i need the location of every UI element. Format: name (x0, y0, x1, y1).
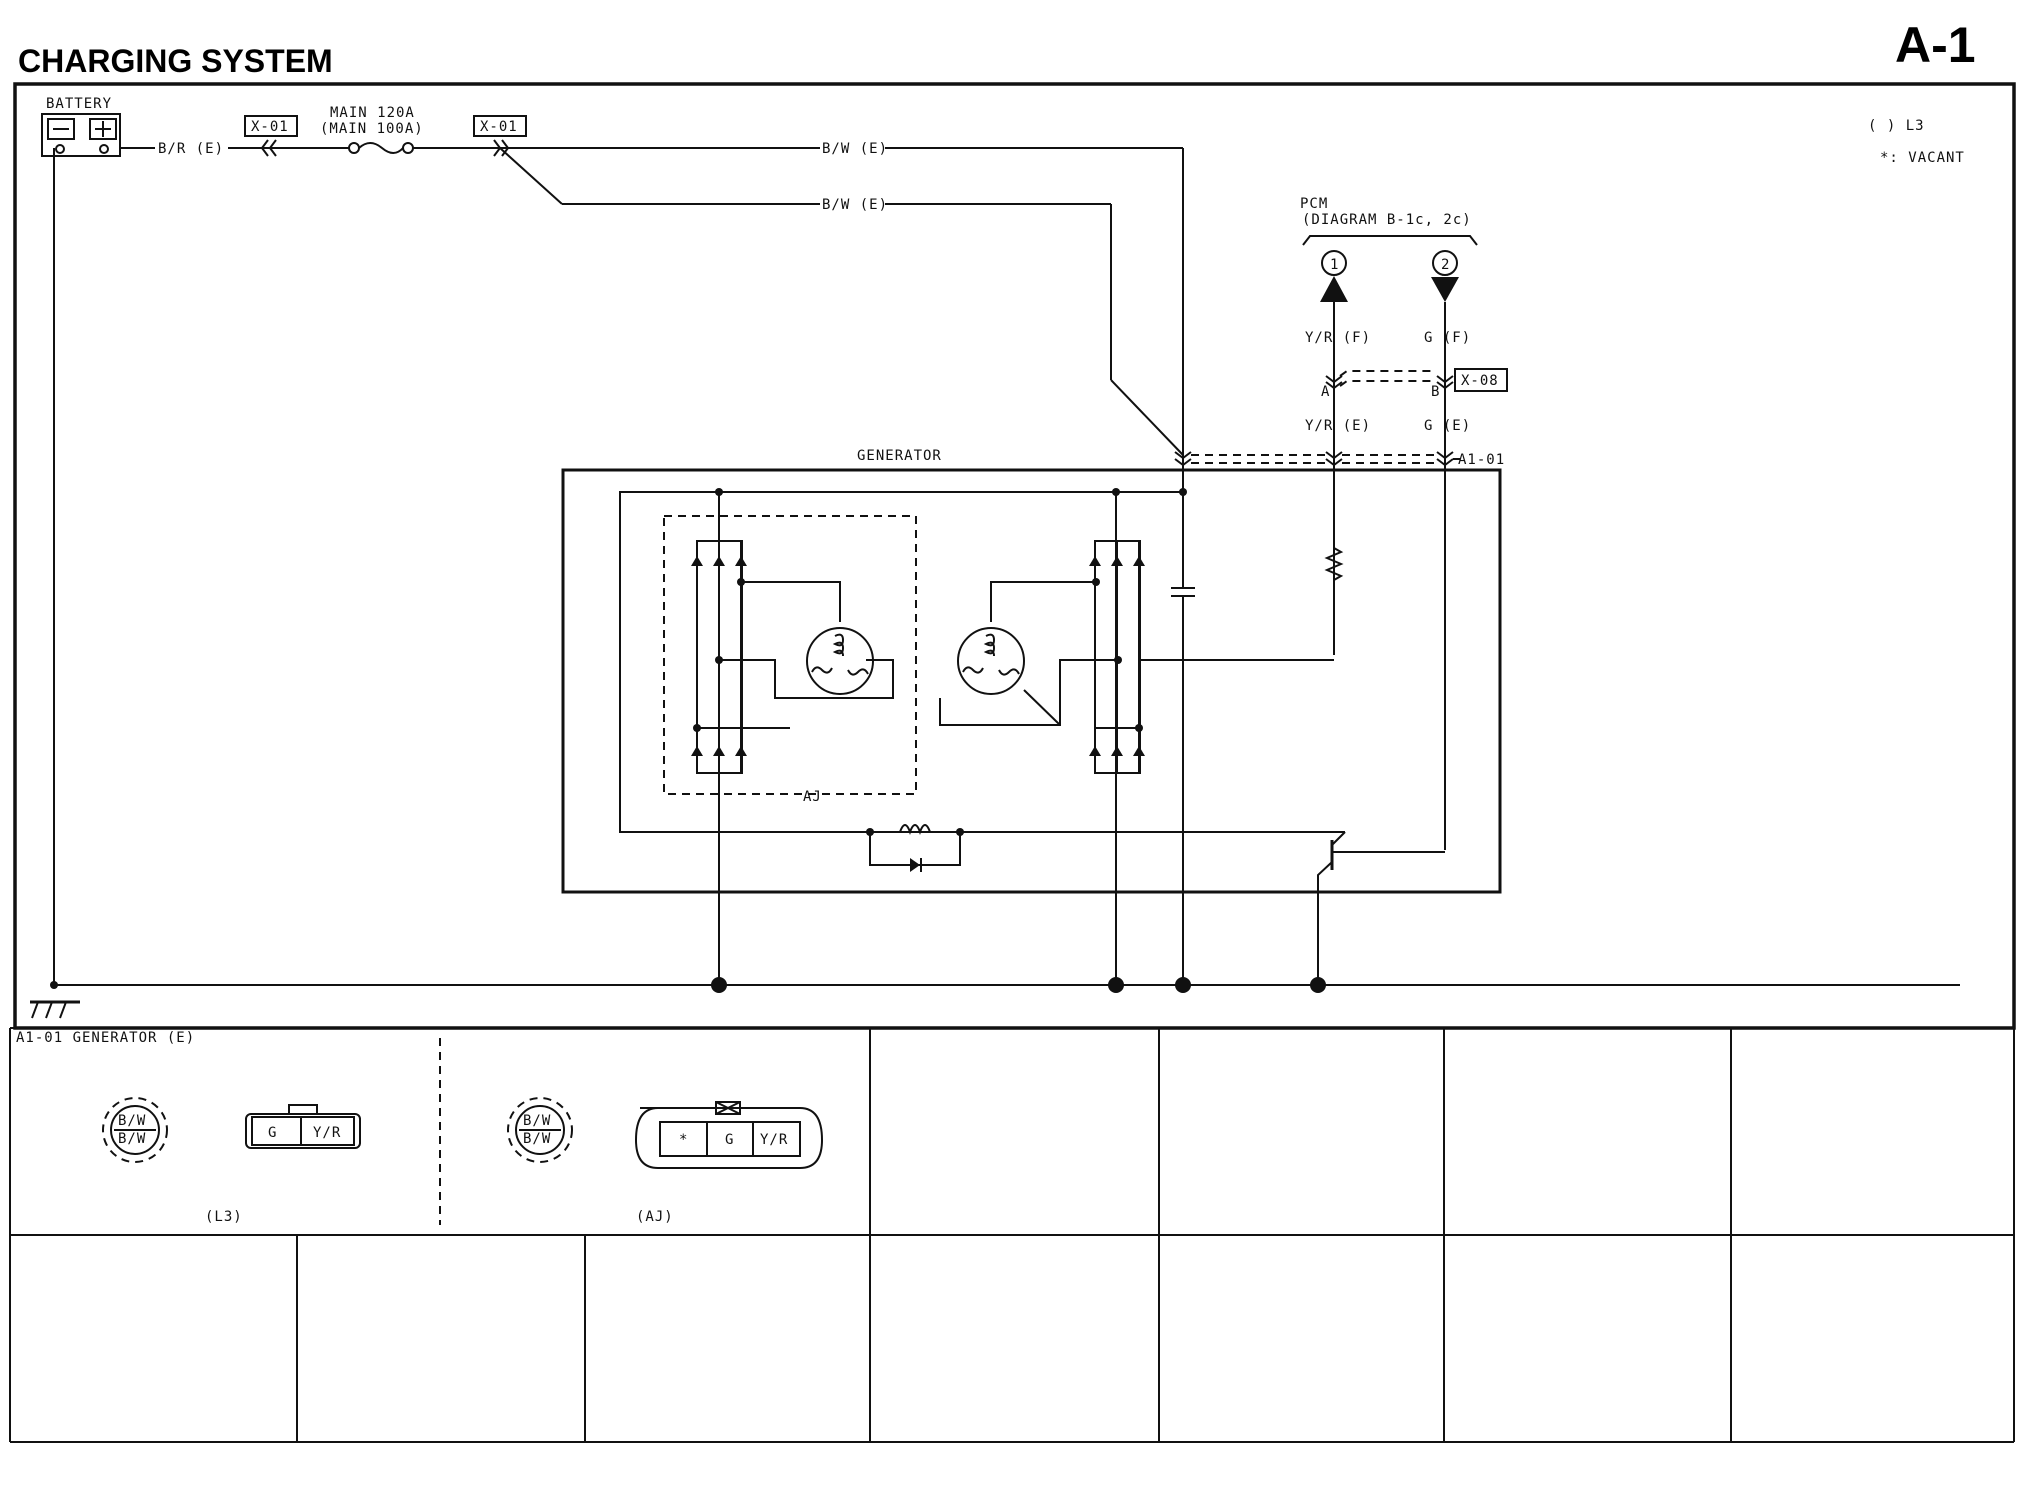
pin-b: B (1431, 384, 1440, 400)
svg-text:Y/R: Y/R (760, 1132, 788, 1148)
svg-text:X-01: X-01 (251, 119, 289, 135)
pcm-pin-2 (1432, 250, 1458, 276)
svg-text:B/W: B/W (118, 1113, 146, 1129)
connector-a101: A1-01 (1458, 452, 1505, 468)
svg-text:*: * (679, 1132, 688, 1148)
page-code: A-1 (1895, 17, 1976, 73)
aj-connector-face: * G Y/R (634, 1101, 824, 1169)
svg-text:(DIAGRAM B-1c, 2c): (DIAGRAM B-1c, 2c) (1302, 212, 1472, 228)
svg-text:MAIN 120A: MAIN 120A (330, 105, 415, 121)
svg-text:X-01: X-01 (480, 119, 518, 135)
wire-yr-e: Y/R (E) (1305, 418, 1371, 434)
stator-coil-left (806, 627, 874, 695)
generator-box (561, 468, 1502, 894)
l3-note: ( ) L3 (1868, 118, 1925, 134)
svg-text:AJ: AJ (803, 789, 822, 805)
svg-text:(MAIN 100A): (MAIN 100A) (320, 121, 424, 137)
ground-icon (30, 1000, 80, 1019)
vacant-note: *: VACANT (1880, 150, 1965, 166)
l3-connector-face: G Y/R (245, 1104, 361, 1149)
connector-x01-b (473, 115, 527, 137)
l3-caption: (L3) (205, 1209, 243, 1225)
main-fuse: MAIN 120A (MAIN 100A) (320, 105, 424, 154)
aj-ring-terminal: B/W B/W (507, 1097, 573, 1163)
diagram-frame (13, 82, 2016, 1030)
battery-label: BATTERY (46, 96, 112, 112)
page-title: CHARGING SYSTEM (18, 43, 333, 79)
pcm: PCM (DIAGRAM B-1c, 2c) 1 2 (1300, 196, 1478, 302)
svg-text:GENERATOR: GENERATOR (857, 448, 942, 464)
svg-text:2: 2 (1441, 257, 1450, 273)
wire-bw-2: B/W (E) (822, 197, 888, 213)
connector-x08 (1454, 368, 1508, 392)
wire-bw-1: B/W (E) (822, 141, 888, 157)
battery: BATTERY (41, 96, 121, 157)
generator: GENERATOR AJ (561, 448, 1502, 985)
connector-table (9, 1027, 2015, 1443)
pin-a: A (1321, 384, 1330, 400)
svg-text:B/W: B/W (523, 1113, 551, 1129)
wire-br: B/R (E) (158, 141, 224, 157)
aj-region (663, 515, 917, 795)
connector-x01-a (244, 115, 298, 137)
wire-g-f: G (F) (1424, 330, 1471, 346)
svg-text:X-08: X-08 (1461, 373, 1499, 389)
wire-yr-f: Y/R (F) (1305, 330, 1371, 346)
svg-text:G: G (268, 1125, 277, 1141)
stator-coil-right (957, 627, 1025, 695)
svg-text:B/W: B/W (523, 1131, 551, 1147)
svg-text:B/W: B/W (118, 1131, 146, 1147)
l3-ring-terminal: B/W B/W (102, 1097, 168, 1163)
svg-text:PCM: PCM (1300, 196, 1328, 212)
svg-text:1: 1 (1330, 257, 1339, 273)
svg-text:Y/R: Y/R (313, 1125, 341, 1141)
svg-text:G: G (725, 1132, 734, 1148)
wire-g-e: G (E) (1424, 418, 1471, 434)
pcm-pin-1 (1321, 250, 1347, 276)
connector-view-header: A1-01 GENERATOR (E) (16, 1030, 195, 1046)
aj-caption: (AJ) (636, 1209, 674, 1225)
